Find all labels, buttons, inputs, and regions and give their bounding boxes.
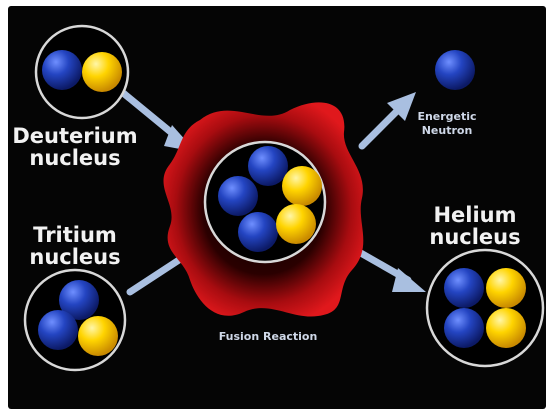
neutron-ball <box>38 310 78 350</box>
proton-ball <box>82 52 122 92</box>
neutron-label-line1: Energetic <box>417 110 476 123</box>
proton-ball <box>486 268 526 308</box>
arrow-helium-head <box>392 268 426 292</box>
arrow-fusion-to-neutron <box>358 106 402 150</box>
deuterium-label-line2: nucleus <box>29 146 120 170</box>
tritium-nucleus <box>23 268 127 372</box>
tritium-label-line2: nucleus <box>29 245 120 269</box>
deuterium-nucleus <box>34 24 130 120</box>
neutron-label-line2: Neutron <box>422 124 473 137</box>
proton-ball <box>486 308 526 348</box>
helium-label-line1: Helium <box>433 203 516 227</box>
proton-ball <box>282 166 322 206</box>
free-neutron <box>435 50 475 90</box>
neutron-ball <box>238 212 278 252</box>
helium-ring <box>425 248 545 368</box>
neutron-ball <box>444 268 484 308</box>
helium-label-line2: nucleus <box>429 225 520 249</box>
neutron-ball <box>248 146 288 186</box>
deuterium-label-line1: Deuterium <box>12 124 137 148</box>
neutron-ball <box>42 50 82 90</box>
neutron-ball <box>59 280 99 320</box>
neutron-ball <box>218 176 258 216</box>
reaction-label: Fusion Reaction <box>219 330 318 343</box>
neutron-ball <box>444 308 484 348</box>
arrow-neutron-head <box>387 92 416 121</box>
fusion-nucleus <box>203 140 327 264</box>
tritium-label-line1: Tritium <box>33 223 117 247</box>
helium-nucleus <box>425 248 545 368</box>
proton-ball <box>78 316 118 356</box>
arrow-tritium-to-fusion <box>126 254 186 296</box>
proton-ball <box>276 204 316 244</box>
